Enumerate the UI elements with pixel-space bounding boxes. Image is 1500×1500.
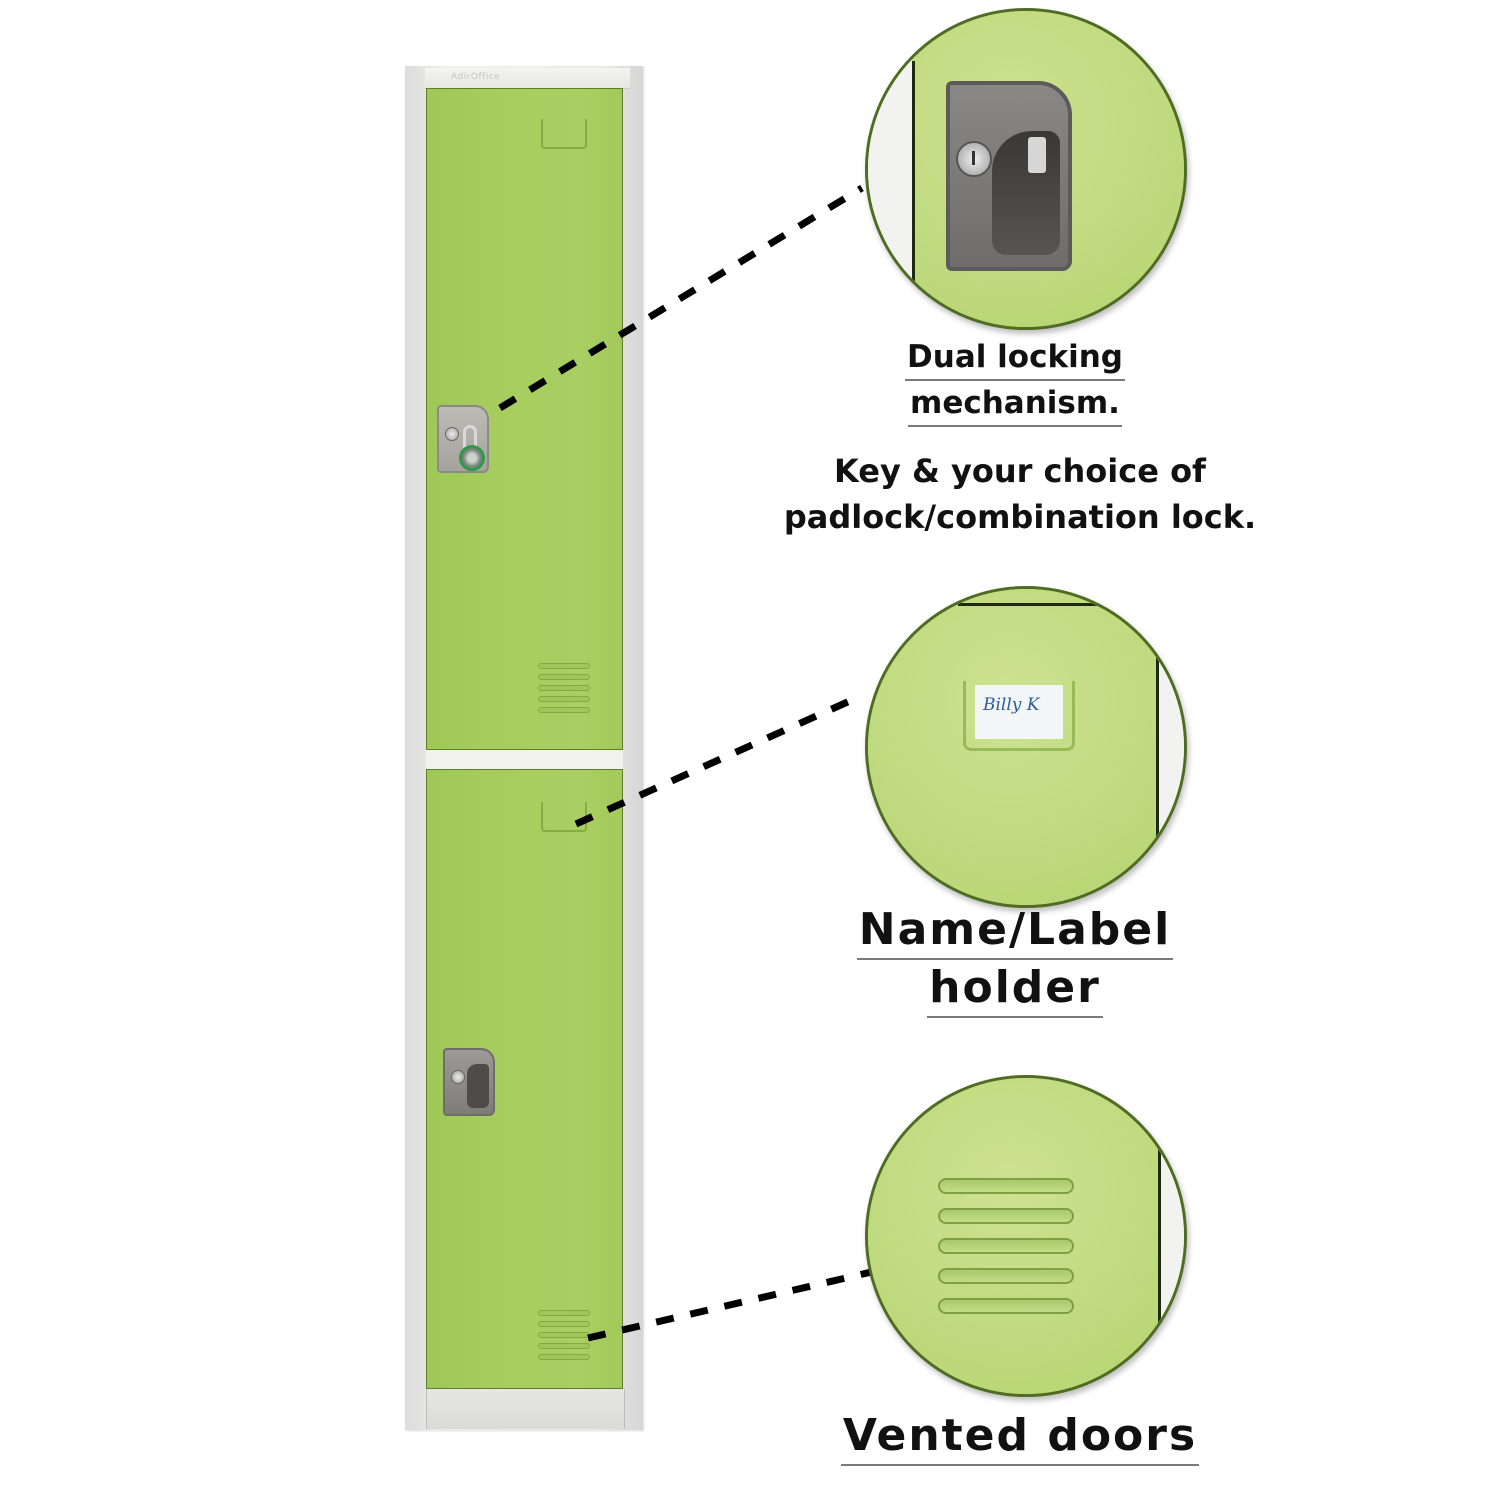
label-card-text: Billy K (983, 695, 1040, 715)
caption-vents-title: Vented doors (820, 1408, 1220, 1466)
lock-plate-bottom (443, 1048, 495, 1116)
padlock-shackle (463, 425, 477, 449)
label-holder-bottom (541, 802, 587, 832)
combination-padlock-icon (459, 445, 485, 471)
lock-handle-icon (946, 81, 1072, 271)
zoom-circle-vents (865, 1075, 1187, 1397)
lock-plate-top (437, 405, 489, 473)
label-holder-top (541, 119, 587, 149)
locker-base (426, 1389, 625, 1429)
keyhole-icon (956, 141, 992, 177)
brand-mark: AdirOffice (451, 72, 501, 82)
locker-door-top (426, 88, 623, 750)
zoom-circle-locking (865, 8, 1187, 330)
vents-bottom (538, 1310, 590, 1365)
locker-top-cap: AdirOffice (425, 68, 630, 89)
padlock-latch (1028, 137, 1046, 173)
zoom-circle-label: Billy K (865, 586, 1187, 908)
caption-locking-subtitle: Key & your choice of padlock/combination… (783, 452, 1257, 536)
recessed-handle (992, 131, 1060, 255)
locker-door-bottom (426, 769, 623, 1389)
handle-icon (467, 1064, 489, 1108)
vent-icon (938, 1178, 1074, 1328)
locker-divider (426, 750, 623, 769)
vents-top (538, 663, 590, 718)
caption-label-title: Name/Label holder (830, 902, 1200, 1018)
keyhole-icon (451, 1070, 465, 1084)
label-holder-icon: Billy K (963, 681, 1075, 751)
locker-cabinet: AdirOffice (405, 66, 643, 1430)
keyhole-icon (445, 427, 459, 441)
caption-locking-title: Dual locking mechanism. (860, 335, 1170, 427)
